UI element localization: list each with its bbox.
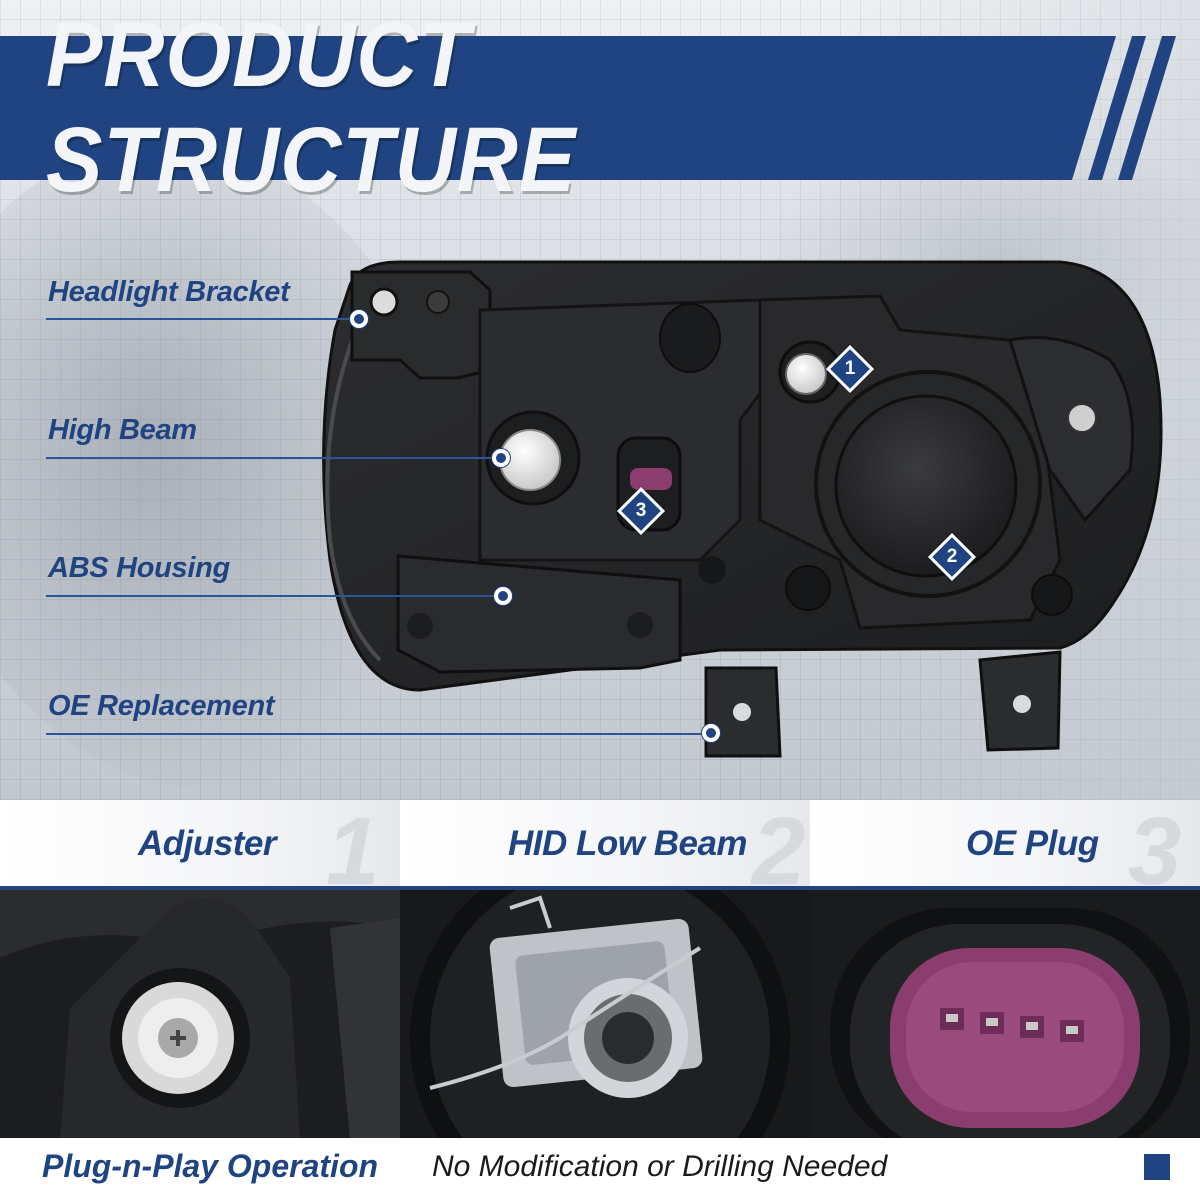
feature-header <box>810 800 1200 888</box>
feature-header <box>400 800 810 888</box>
feature-title: Adjuster <box>138 824 276 863</box>
footer: Plug-n-Play Operation No Modification or… <box>0 1138 1200 1200</box>
callout-line-headlight-bracket <box>46 318 360 320</box>
connector-plug-photo <box>810 888 1200 1140</box>
feature-number: 2 <box>752 800 806 905</box>
feature-hid-low-beam: 2 HID Low Beam <box>400 800 810 1140</box>
hid-bulb-socket-photo <box>400 888 810 1140</box>
footer-square-icon <box>1144 1154 1170 1180</box>
callout-headlight-bracket: Headlight Bracket <box>48 276 290 308</box>
feature-oe-plug: 3 OE Plug <box>810 800 1200 1140</box>
callout-abs-housing: ABS Housing <box>48 552 230 584</box>
callout-dot-headlight-bracket <box>350 310 368 328</box>
callout-high-beam: High Beam <box>48 414 197 446</box>
callout-line-abs-housing <box>46 595 498 597</box>
footer-text: No Modification or Drilling Needed <box>432 1150 888 1183</box>
callout-line-high-beam <box>46 457 502 459</box>
feature-number: 3 <box>1128 800 1182 905</box>
feature-title: HID Low Beam <box>508 824 748 863</box>
callout-line-oe-replacement <box>46 733 704 735</box>
callout-dot-abs-housing <box>494 587 512 605</box>
page-title: PRODUCT STRUCTURE <box>46 4 577 211</box>
callout-dot-oe-replacement <box>702 724 720 742</box>
feature-strip: 1 Adjuster 2 HID Low Beam <box>0 800 1200 1140</box>
adjuster-screw-photo <box>0 888 400 1140</box>
callout-oe-replacement: OE Replacement <box>48 690 275 722</box>
feature-header <box>0 800 400 888</box>
feature-number: 1 <box>326 800 380 905</box>
feature-adjuster: 1 Adjuster <box>0 800 400 1140</box>
feature-title: OE Plug <box>966 824 1099 863</box>
footer-highlight: Plug-n-Play Operation <box>42 1148 379 1184</box>
title-banner <box>0 36 1110 180</box>
feature-divider-line <box>0 886 1200 890</box>
callout-dot-high-beam <box>492 449 510 467</box>
